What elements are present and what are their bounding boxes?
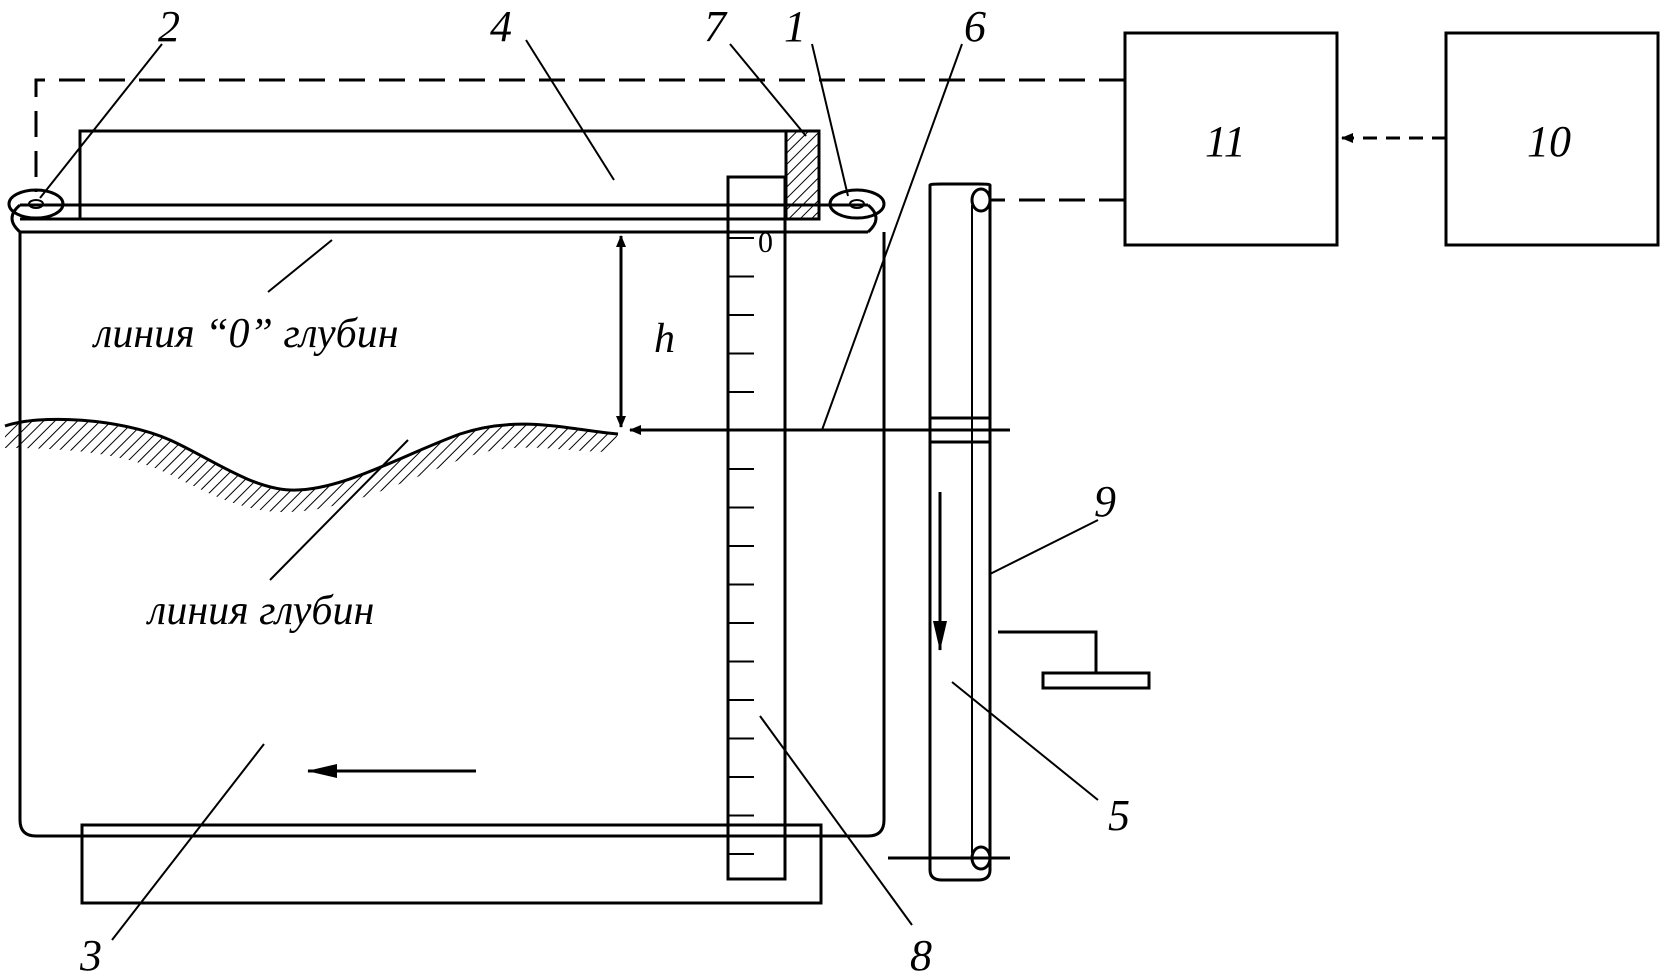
tape-top-band — [10, 203, 878, 234]
leader-zero-line — [267, 239, 333, 293]
zero-depth-line-label: линия “0” глубин — [92, 311, 399, 357]
roller-1-axle — [849, 199, 865, 209]
motor-base — [1041, 671, 1151, 690]
callout-3: 3 — [79, 931, 102, 976]
depth-scale-ruler — [726, 175, 787, 881]
leader-2 — [39, 43, 163, 199]
block-11 — [1123, 31, 1339, 247]
leader-5 — [951, 681, 1099, 801]
roller-2-axle — [28, 199, 44, 209]
scale-zero-label: 0 — [758, 226, 773, 259]
callout-9: 9 — [1094, 477, 1116, 526]
roller-2 — [7, 188, 65, 220]
callout-8: 8 — [910, 931, 932, 976]
leader-7 — [729, 43, 807, 137]
paper-tape — [18, 232, 886, 838]
dashed-link-11-to-roller-2 — [34, 78, 1125, 192]
callout-6: 6 — [964, 2, 986, 51]
belt-pulley-top — [970, 187, 992, 213]
callout-5: 5 — [1108, 791, 1130, 840]
h-label: h — [654, 316, 675, 362]
base-plate — [80, 823, 823, 905]
belt-pulley-bottom — [970, 845, 992, 871]
leader-depth-line — [269, 439, 409, 581]
block-10-label: 10 — [1527, 117, 1571, 166]
callout-1: 1 — [784, 2, 806, 51]
leader-9 — [989, 519, 1099, 575]
callout-7: 7 — [704, 2, 728, 51]
callout-4: 4 — [490, 2, 512, 51]
depth-line — [4, 417, 619, 492]
leader-4 — [525, 39, 615, 181]
leader-1 — [811, 43, 849, 197]
leader-3 — [111, 743, 265, 941]
scale-ticks — [728, 237, 754, 855]
roller-1 — [828, 188, 886, 220]
motor-bracket — [998, 630, 1098, 672]
stylus-belt — [928, 182, 992, 882]
seabed-hatching — [5, 419, 618, 513]
depth-line-label: линия глубин — [146, 588, 374, 634]
block-11-label: 11 — [1205, 117, 1246, 166]
leader-8 — [759, 715, 913, 926]
leader-6 — [821, 43, 963, 431]
callout-2: 2 — [158, 2, 180, 51]
